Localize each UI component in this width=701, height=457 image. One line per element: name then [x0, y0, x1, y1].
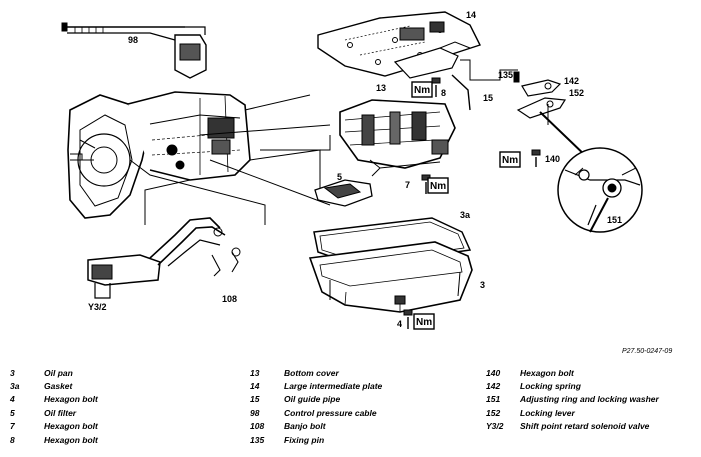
legend-row: 3 Oil pan	[10, 366, 98, 379]
callout-7: 7	[405, 180, 410, 190]
legend-description: Oil filter	[44, 407, 77, 418]
torque-symbol-8: Nm	[411, 81, 433, 98]
callout-3: 3	[480, 280, 485, 290]
legend-row: 3a Gasket	[10, 379, 98, 392]
callout-y3-2: Y3/2	[88, 302, 107, 312]
legend-row: 152 Locking lever	[486, 406, 659, 419]
callout-152: 152	[569, 88, 584, 98]
legend-number: 14	[250, 381, 260, 392]
legend-row: 5 Oil filter	[10, 406, 98, 419]
legend-row: 15 Oil guide pipe	[250, 393, 382, 406]
legend-number: 140	[486, 367, 501, 378]
legend-row: 8 Hexagon bolt	[10, 433, 98, 446]
legend-number: 7	[10, 421, 15, 432]
legend-row: 7 Hexagon bolt	[10, 420, 98, 433]
legend-description: Locking spring	[520, 381, 581, 392]
legend-number: 98	[250, 407, 260, 418]
legend-number: Y3/2	[486, 421, 504, 432]
callout-3a: 3a	[460, 210, 471, 220]
callout-13: 13	[376, 83, 386, 93]
figure-reference: P27.50-0247-09	[622, 348, 673, 355]
legend-description: Oil guide pipe	[284, 394, 341, 405]
callout-108: 108	[222, 294, 237, 304]
legend-description: Control pressure cable	[284, 407, 377, 418]
torque-symbol-7: Nm	[427, 177, 449, 194]
legend-description: Fixing pin	[284, 434, 325, 445]
callout-5: 5	[337, 172, 342, 182]
leader-lines	[129, 94, 331, 225]
legend-number: 152	[486, 407, 501, 418]
legend-row: Y3/2 Shift point retard solenoid valve	[486, 420, 659, 433]
callout-15: 15	[483, 93, 493, 103]
legend-number: 151	[486, 394, 501, 405]
legend-row: 151 Adjusting ring and locking washer	[486, 393, 659, 406]
legend-description: Oil pan	[44, 367, 73, 378]
legend-row: 13 Bottom cover	[250, 366, 382, 379]
legend-description: Hexagon bolt	[520, 367, 574, 378]
legend-number: 135	[250, 434, 265, 445]
legend-row: 142 Locking spring	[486, 379, 659, 392]
callout-14: 14	[466, 10, 476, 20]
large-intermediate-plate	[317, 11, 481, 77]
oil-filter	[314, 179, 373, 207]
callout-135: 135	[498, 70, 513, 80]
svg-text:Nm: Nm	[414, 85, 430, 96]
control-pressure-cable	[61, 22, 207, 79]
legend-number: 5	[10, 407, 15, 418]
valve-body	[339, 99, 456, 177]
torque-symbol-140: Nm	[499, 151, 521, 168]
callout-142: 142	[564, 76, 579, 86]
legend-description: Hexagon bolt	[44, 434, 98, 445]
legend-row: 135 Fixing pin	[250, 433, 382, 446]
transmission-housing	[67, 91, 251, 219]
legend-row: 4 Hexagon bolt	[10, 393, 98, 406]
legend-number: 13	[250, 367, 260, 378]
legend-row: 140 Hexagon bolt	[486, 366, 659, 379]
legend-number: 8	[10, 434, 15, 445]
torque-symbol-4: Nm	[413, 313, 435, 330]
shift-point-retard-solenoid-valve	[87, 217, 241, 299]
exploded-view-diagram: Nm Nm Nm Nm 98 14 13 8 15 135 142 140 15…	[61, 10, 643, 330]
callout-98: 98	[128, 35, 138, 45]
legend-number: 3a	[10, 381, 20, 392]
legend-description: Shift point retard solenoid valve	[520, 421, 650, 432]
legend-description: Large intermediate plate	[284, 381, 383, 392]
svg-text:Nm: Nm	[416, 317, 432, 328]
oil-pan	[308, 241, 473, 313]
legend-description: Hexagon bolt	[44, 394, 98, 405]
legend-description: Banjo bolt	[284, 421, 326, 432]
legend-row: 14 Large intermediate plate	[250, 379, 382, 392]
legend-number: 142	[486, 381, 501, 392]
legend-number: 3	[10, 367, 15, 378]
gasket	[313, 217, 472, 267]
legend-number: 108	[250, 421, 265, 432]
legend-description: Gasket	[44, 381, 73, 392]
detail-circle	[557, 147, 643, 233]
legend-column-3: 140 Hexagon bolt 142 Locking spring 151 Adjus…	[486, 366, 659, 433]
bottom-cover	[393, 41, 471, 79]
callout-8: 8	[441, 88, 446, 98]
legend-description: Bottom cover	[284, 367, 339, 378]
oil-guide-pipe	[451, 59, 518, 111]
legend-description: Hexagon bolt	[44, 421, 98, 432]
legend-column-2: 13 Bottom cover 14 Large intermediate plate…	[250, 366, 382, 446]
callout-140: 140	[545, 154, 560, 164]
callout-151: 151	[607, 215, 622, 225]
legend-number: 15	[250, 394, 260, 405]
legend-number: 4	[10, 394, 15, 405]
legend-description: Adjusting ring and locking washer	[520, 394, 659, 405]
callout-4: 4	[397, 319, 402, 329]
legend-row: 108 Banjo bolt	[250, 420, 382, 433]
svg-text:Nm: Nm	[502, 155, 518, 166]
legend-row: 98 Control pressure cable	[250, 406, 382, 419]
legend-description: Locking lever	[520, 407, 575, 418]
svg-text:Nm: Nm	[430, 181, 446, 192]
